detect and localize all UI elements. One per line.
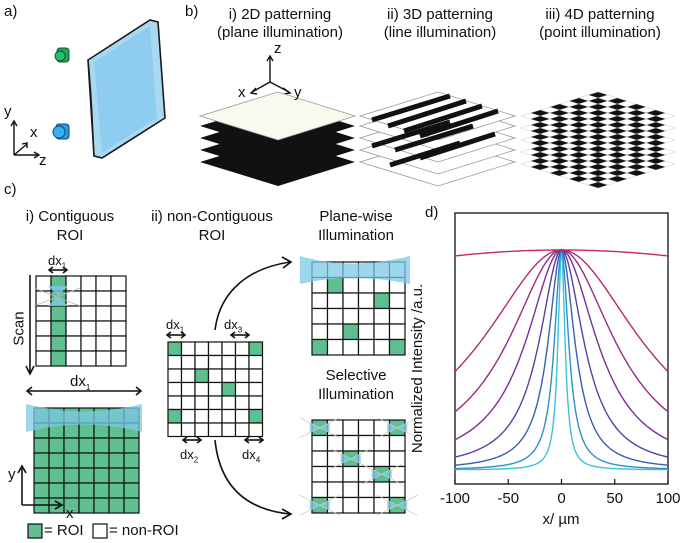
series-line-6: [454, 249, 669, 373]
legend-nonroi-swatch: [92, 523, 108, 539]
xtick-label-4: 100: [655, 490, 681, 507]
grid-selective: [311, 419, 406, 514]
title-3d-line1: ii) 3D patterning: [387, 6, 493, 23]
dx1-label-wide: dx1: [70, 373, 91, 392]
title-planewise-line2: Illumination: [318, 227, 394, 244]
light-sheet: [87, 19, 166, 159]
panel-label-d: d): [425, 204, 439, 221]
arrow-to-planewise: [214, 261, 291, 331]
dx3-label-c2: dx3: [224, 317, 243, 335]
xtick-label-1: -50: [497, 490, 520, 507]
grid-planewise: [311, 261, 406, 356]
stack-line: [358, 91, 517, 187]
dx1-label-c2: dx1: [166, 317, 185, 335]
axis-c-y: y: [8, 466, 16, 483]
series-line-0: [455, 249, 668, 471]
scan-label: Scan: [10, 311, 28, 346]
title-noncontiguous-line1: ii) non-Contiguous: [151, 208, 273, 225]
chart-ylabel: Normalized Intensity /a.u.: [409, 283, 427, 454]
title-contiguous-line2: ROI: [56, 227, 84, 244]
axis-b-y: y: [294, 84, 302, 101]
chart-xlabel: x/ µm: [542, 511, 580, 528]
series-line-4: [454, 249, 669, 441]
objective-blue-icon: [52, 123, 70, 140]
beam-sheet-lower: [26, 404, 142, 432]
dx4-label-c2: dx4: [242, 447, 261, 465]
grid-contiguous: [35, 275, 127, 367]
title-contiguous-line1: i) Contiguous: [25, 208, 115, 225]
legend-roi-label: = ROI: [44, 522, 84, 539]
arrow-to-selective: [214, 439, 291, 515]
intensity-chart: [454, 212, 669, 485]
objective-green-icon: [54, 47, 70, 63]
axis-b-x: x: [238, 84, 246, 101]
beams-selective: [299, 417, 418, 516]
grid-noncontiguous: [167, 341, 264, 438]
title-4d-line1: iii) 4D patterning: [545, 6, 655, 23]
axis-c-x: x: [66, 505, 74, 522]
axis-a-x: x: [30, 124, 38, 141]
series-line-5: [454, 249, 669, 413]
beam-sheet-planewise: [300, 256, 410, 284]
axes-b: [249, 54, 292, 95]
legend-roi-swatch: [27, 523, 43, 539]
legend-nonroi-label: = non-ROI: [109, 522, 179, 539]
panel-label-b: b): [185, 3, 199, 20]
xtick-label-0: -100: [439, 490, 471, 507]
arrow-head-planewise: [281, 256, 293, 269]
dx2-label-c2: dx2: [180, 447, 199, 465]
axes-a: [10, 119, 41, 159]
stack-plane: [198, 91, 357, 186]
title-selective-line2: Illumination: [318, 386, 394, 403]
panel-label-c: c): [4, 181, 17, 198]
title-noncontiguous-line2: ROI: [198, 227, 226, 244]
title-4d-line2: (point illumination): [539, 24, 661, 41]
axis-a-z: z: [39, 152, 47, 169]
axis-a-y: y: [4, 103, 12, 120]
xtick-label-2: 0: [557, 490, 566, 507]
series-line-2: [454, 249, 669, 466]
title-2d-line2: (plane illumination): [217, 24, 343, 41]
beam-scan: [33, 286, 81, 307]
xtick-label-3: 50: [606, 490, 624, 507]
title-selective-line1: Selective: [325, 367, 387, 384]
panel-label-a: a): [4, 3, 18, 20]
series-line-7: [454, 249, 669, 257]
title-planewise-line1: Plane-wise: [319, 208, 393, 225]
dx1-label-top: dx1: [48, 253, 67, 271]
title-3d-line2: (line illumination): [383, 24, 497, 41]
axis-b-z: z: [274, 40, 282, 57]
series-line-1: [455, 247, 668, 470]
stack-point: [520, 91, 676, 189]
arrow-head-selective: [281, 508, 293, 520]
title-2d-line1: i) 2D patterning: [228, 6, 332, 23]
series-line-3: [454, 249, 669, 458]
